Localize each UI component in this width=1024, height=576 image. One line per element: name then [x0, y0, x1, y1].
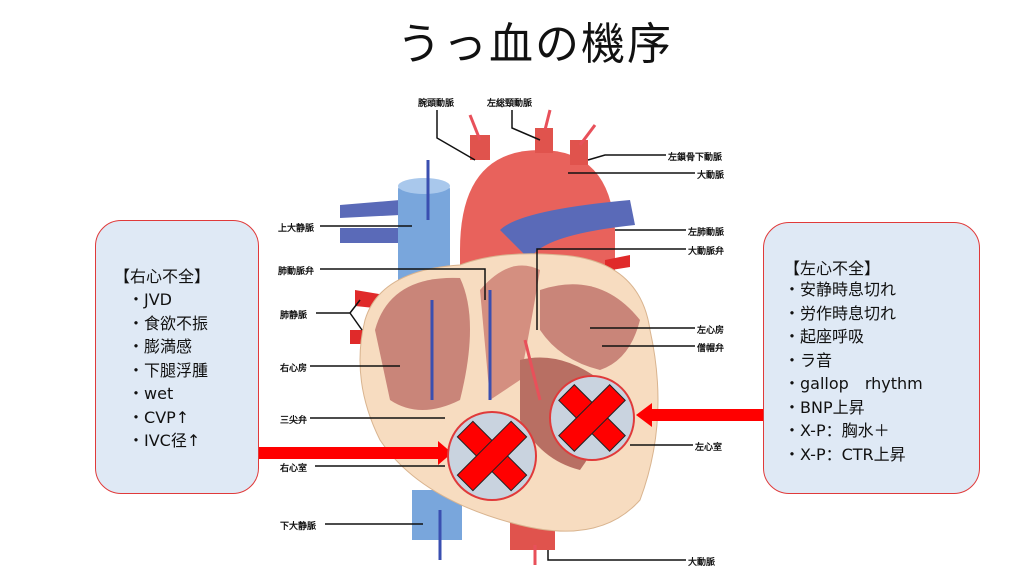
label-aorta-top: 大動脈: [697, 171, 725, 181]
left-heart-failure-box: 【左心不全】 安静時息切れ 労作時息切れ 起座呼吸 ラ音 gallop rhyt…: [763, 222, 980, 494]
list-item: gallop rhythm: [784, 372, 923, 396]
list-item: CVP↑: [128, 406, 208, 430]
label-left-atrium: 左心房: [697, 326, 725, 336]
left-hf-list: 安静時息切れ 労作時息切れ 起座呼吸 ラ音 gallop rhythm BNP上…: [784, 278, 923, 466]
label-left-pulmonary-artery: 左肺動脈: [688, 228, 725, 238]
list-item: 下腿浮腫: [128, 359, 208, 383]
label-mitral-valve: 僧帽弁: [697, 344, 725, 354]
pulmonary-artery: [500, 200, 635, 260]
label-left-common-carotid: 左総頸動脈: [487, 99, 533, 109]
list-item: BNP上昇: [784, 396, 923, 420]
list-item: wet: [128, 382, 208, 406]
label-pulmonary-veins: 肺静脈: [280, 311, 308, 321]
list-item: ラ音: [784, 349, 923, 373]
label-svc: 上大静脈: [278, 224, 315, 234]
list-item: IVC径↑: [128, 429, 208, 453]
label-aortic-valve: 大動脈弁: [688, 247, 725, 257]
label-left-subclavian: 左鎖骨下動脈: [668, 153, 723, 163]
right-failure-arrow: [258, 441, 452, 465]
list-item: 膨満感: [128, 335, 208, 359]
left-failure-arrow: [636, 403, 764, 427]
list-item: 起座呼吸: [784, 325, 923, 349]
label-right-ventricle: 右心室: [280, 464, 308, 474]
label-brachiocephalic: 腕頭動脈: [418, 99, 455, 109]
label-tricuspid-valve: 三尖弁: [280, 416, 308, 426]
slide-title: うっ血の機序: [397, 19, 673, 70]
list-item: JVD: [128, 288, 208, 312]
right-hf-heading: 【右心不全】: [114, 267, 211, 286]
label-left-ventricle: 左心室: [695, 443, 723, 453]
right-hf-list: JVD 食欲不振 膨満感 下腿浮腫 wet CVP↑ IVC径↑: [128, 288, 208, 453]
list-item: 食欲不振: [128, 312, 208, 336]
left-ventricle-x-icon: [549, 375, 635, 461]
list-item: 安静時息切れ: [784, 278, 923, 302]
label-aorta-bottom: 大動脈: [688, 558, 716, 568]
label-ivc: 下大静脈: [280, 522, 317, 532]
right-ventricle-x-icon: [447, 411, 537, 501]
label-right-atrium: 右心房: [280, 364, 308, 374]
left-hf-heading: 【左心不全】: [784, 259, 881, 278]
list-item: X-P：CTR上昇: [784, 443, 923, 467]
list-item: X-P：胸水＋: [784, 419, 923, 443]
right-heart-failure-box: 【右心不全】 JVD 食欲不振 膨満感 下腿浮腫 wet CVP↑ IVC径↑: [95, 220, 259, 494]
label-pulmonary-valve: 肺動脈弁: [278, 267, 315, 277]
list-item: 労作時息切れ: [784, 302, 923, 326]
